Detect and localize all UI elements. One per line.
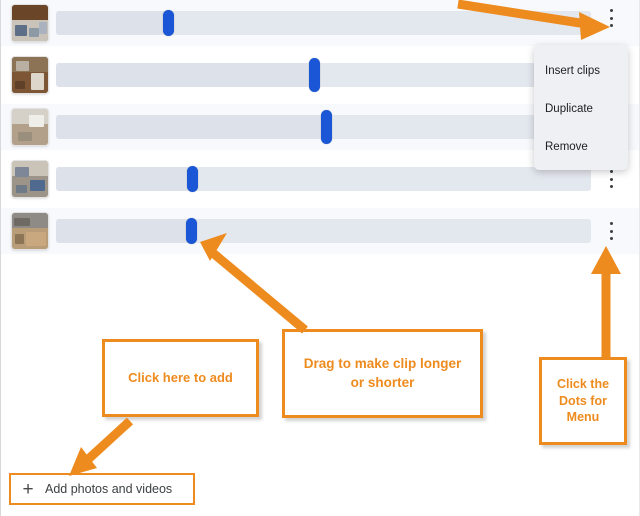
clip-duration-track-1[interactable] bbox=[56, 10, 591, 36]
dot-glyph bbox=[609, 185, 613, 188]
clip-thumbnail-1[interactable] bbox=[11, 4, 49, 42]
clip-thumbnail-5[interactable] bbox=[11, 212, 49, 250]
dot-glyph bbox=[609, 24, 613, 27]
clip-duration-handle-4[interactable] bbox=[187, 166, 198, 192]
dot-glyph bbox=[609, 9, 613, 12]
clip-duration-handle-1[interactable] bbox=[163, 10, 174, 36]
annotation-line-2: Dots for bbox=[559, 393, 607, 408]
clip-duration-track-3[interactable] bbox=[56, 110, 591, 144]
clip-context-menu[interactable]: Insert clips Duplicate Remove bbox=[534, 45, 628, 170]
dot-glyph bbox=[609, 229, 613, 233]
clip-duration-track-2[interactable] bbox=[56, 58, 591, 92]
add-photos-label: Add photos and videos bbox=[45, 482, 173, 496]
clip-menu-dots-5[interactable] bbox=[603, 220, 619, 242]
clip-duration-handle-2[interactable] bbox=[309, 58, 320, 92]
annotation-line-3: Menu bbox=[566, 410, 600, 425]
annotation-line-1: Drag to make clip longer bbox=[303, 356, 462, 372]
menu-item-remove[interactable]: Remove bbox=[545, 141, 588, 153]
annotation-drag-to-resize: Drag to make clip longer or shorter bbox=[282, 329, 483, 418]
add-photos-and-videos-button[interactable]: + Add photos and videos bbox=[9, 473, 195, 505]
plus-icon: + bbox=[22, 478, 34, 500]
clip-duration-fill-4 bbox=[56, 167, 192, 191]
clip-thumbnail-2[interactable] bbox=[11, 56, 49, 94]
annotation-click-here-to-add: Click here to add bbox=[102, 339, 259, 417]
annotation-click-the-dots: Click the Dots for Menu bbox=[539, 357, 627, 445]
dot-glyph bbox=[609, 222, 613, 225]
clip-thumbnail-3[interactable] bbox=[11, 108, 49, 146]
clip-row-1[interactable] bbox=[1, 0, 639, 46]
clip-duration-handle-5[interactable] bbox=[186, 218, 197, 244]
menu-item-insert-clips[interactable]: Insert clips bbox=[545, 65, 600, 77]
clip-menu-dots-4[interactable] bbox=[603, 168, 619, 190]
annotation-line-1: Click the bbox=[556, 376, 610, 391]
dot-glyph bbox=[609, 16, 613, 20]
clip-thumbnail-4[interactable] bbox=[11, 160, 49, 198]
clip-duration-fill-3 bbox=[56, 115, 326, 139]
clip-duration-track-4[interactable] bbox=[56, 166, 591, 192]
dot-glyph bbox=[609, 177, 613, 181]
annotation-line-2: or shorter bbox=[350, 374, 415, 390]
clip-row-2[interactable] bbox=[1, 52, 639, 98]
clip-row-5[interactable] bbox=[1, 208, 639, 254]
clip-duration-track-5[interactable] bbox=[56, 218, 591, 244]
clip-menu-dots-1[interactable] bbox=[594, 1, 628, 35]
annotation-text: Drag to make clip longer or shorter bbox=[304, 355, 462, 391]
clip-duration-fill-2 bbox=[56, 63, 314, 87]
arrow-to-add-bar bbox=[69, 417, 134, 476]
annotation-text: Click here to add bbox=[128, 370, 233, 386]
clip-duration-fill-5 bbox=[56, 219, 191, 243]
dot-glyph bbox=[609, 170, 613, 173]
clip-duration-handle-3[interactable] bbox=[321, 110, 332, 144]
menu-item-duplicate[interactable]: Duplicate bbox=[545, 103, 593, 115]
clip-row-4[interactable] bbox=[1, 156, 639, 202]
arrow-to-row-dots bbox=[591, 246, 621, 357]
clip-row-3[interactable] bbox=[1, 104, 639, 150]
clip-duration-fill-1 bbox=[56, 11, 168, 35]
dot-glyph bbox=[609, 237, 613, 240]
annotation-text: Click the Dots for Menu bbox=[557, 376, 609, 427]
